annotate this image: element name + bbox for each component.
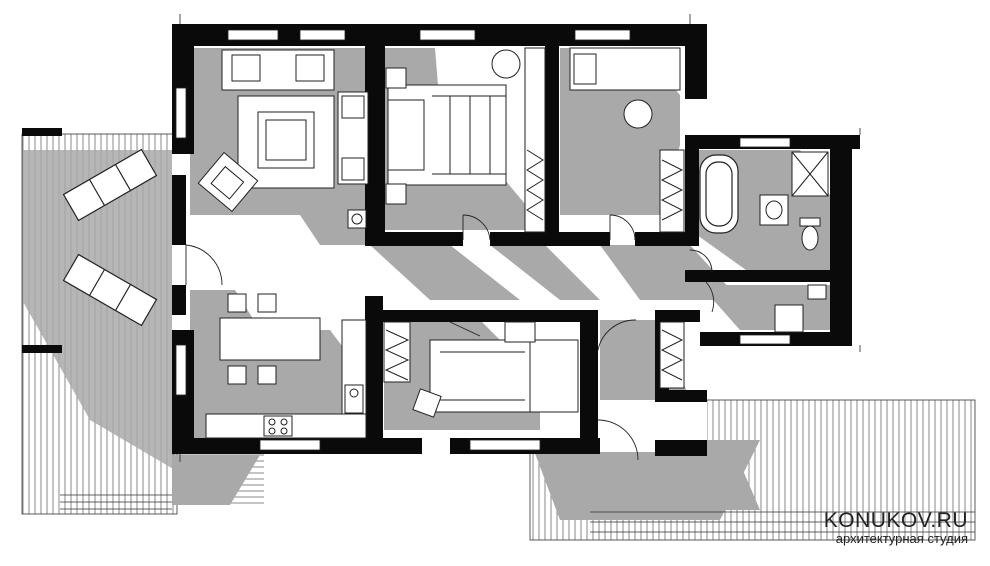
axis-ticks: [179, 14, 861, 462]
bedroom-chair: [491, 49, 521, 79]
terrace-bottom-left: [172, 452, 264, 508]
bottom-wardrobe: [383, 321, 411, 383]
bottom-chair: [412, 388, 442, 418]
door-swings: [185, 214, 715, 461]
hall-wardrobe: [659, 321, 685, 389]
bathtub: [699, 154, 739, 234]
windows: [175, 29, 791, 451]
sun-lounger-bottom: [62, 253, 158, 327]
washbasin: [759, 194, 789, 226]
bedroom2-bed: [569, 47, 681, 91]
dining-table: [219, 293, 321, 385]
side-table: [347, 209, 367, 229]
bedroom-wardrobe: [524, 47, 546, 233]
bedroom2-wardrobe: [659, 149, 685, 233]
living-room-rug: [237, 95, 335, 189]
studio-brand: KONUKOV.RU архитектурная студия: [824, 510, 968, 546]
sun-lounger-top: [62, 148, 158, 222]
toilet: [799, 217, 821, 251]
living-room-sofa: [221, 49, 369, 185]
steps: [60, 494, 975, 533]
bedroom-bed: [385, 67, 507, 205]
bottom-bed: [429, 321, 579, 413]
kitchen-counter: [205, 319, 367, 439]
brand-subtitle: архитектурная студия: [835, 531, 968, 546]
armchair: [197, 151, 259, 213]
bedroom2-chair: [623, 99, 653, 129]
brand-title: KONUKOV.RU: [823, 509, 968, 532]
utility-unit: [774, 284, 827, 333]
shower: [791, 151, 829, 197]
